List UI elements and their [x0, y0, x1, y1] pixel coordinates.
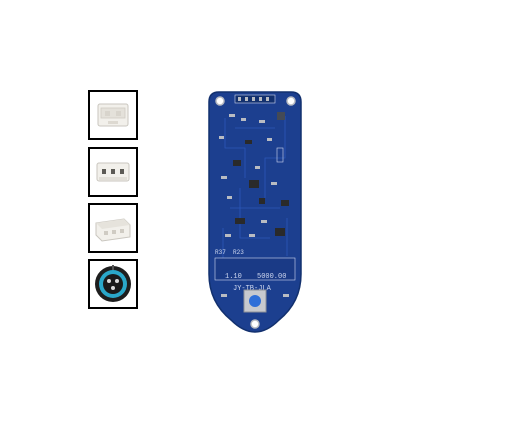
thumbnail-white-3-pin-connector[interactable] [88, 147, 138, 197]
white-3-pin-side-connector-icon [95, 218, 131, 242]
round-waterproof-connector-icon [95, 265, 131, 302]
push-button-icon [243, 289, 267, 313]
white-3-pin-connector-icon [96, 162, 130, 182]
smd-pad [221, 294, 227, 297]
circuit-board-image: R37 R23 1.10 5000.00 JY-TB-JLA [208, 91, 302, 333]
version-label: 1.10 [225, 273, 242, 281]
smd-pad [283, 294, 289, 297]
white-2-pin-connector-icon [97, 103, 129, 127]
mounting-hole-icon [215, 96, 225, 106]
thumbnail-white-2-pin-connector[interactable] [88, 90, 138, 140]
mounting-hole-icon [250, 319, 260, 329]
header-pins [234, 94, 276, 104]
pcb-traces [222, 116, 288, 258]
part-label: JY-TB-JLA [233, 285, 272, 293]
display-window [214, 257, 296, 281]
ref-label-2: R23 [233, 249, 244, 256]
smd-components [219, 112, 289, 237]
ref-label-1: R37 [215, 249, 226, 256]
mounting-hole-icon [286, 96, 296, 106]
model-label: 5000.00 [257, 273, 286, 281]
thumbnail-white-3-pin-side-connector[interactable] [88, 203, 138, 253]
thumbnail-round-waterproof-connector[interactable] [88, 259, 138, 309]
